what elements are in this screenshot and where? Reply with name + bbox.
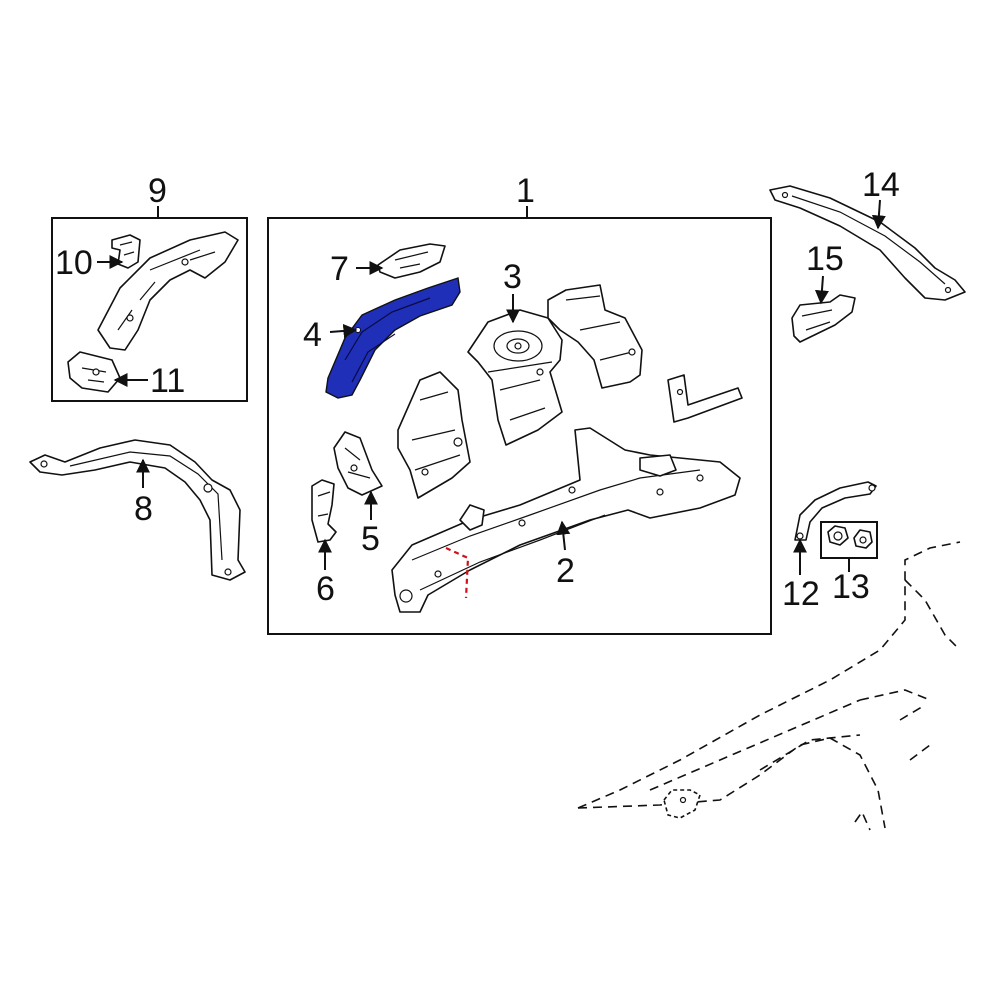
- callout-10: 10: [55, 244, 93, 282]
- part-14-upper-bar[interactable]: [769, 185, 966, 301]
- l-bracket[interactable]: [667, 374, 743, 423]
- assembly-box-9: [51, 217, 248, 402]
- part-5-bracket[interactable]: [333, 431, 383, 496]
- upper-bracket[interactable]: [547, 284, 643, 389]
- callout-7: 7: [330, 250, 349, 288]
- part-3-strut-tower[interactable]: [467, 309, 563, 446]
- inner-wheelhouse-panel[interactable]: [397, 371, 471, 499]
- callout-1: 1: [516, 172, 535, 210]
- part-9-upper-rail[interactable]: [97, 231, 239, 351]
- part-12-strap[interactable]: [794, 481, 877, 541]
- part-2-frame-rail[interactable]: [391, 427, 741, 613]
- part-8-apron-rail[interactable]: [29, 439, 246, 581]
- part-4-apron-reinforcement-highlighted[interactable]: [325, 277, 461, 399]
- part-7-bracket[interactable]: [377, 243, 446, 279]
- callout-5: 5: [361, 520, 380, 558]
- callout-4: 4: [303, 316, 322, 354]
- callout-13: 13: [832, 568, 870, 606]
- assembly-box-1: [267, 217, 772, 635]
- part-10-bracket[interactable]: [111, 234, 141, 269]
- callout-8: 8: [134, 490, 153, 528]
- fender-outline: [577, 541, 961, 831]
- callout-2: 2: [556, 552, 575, 590]
- callout-15: 15: [806, 240, 844, 278]
- callout-6: 6: [316, 570, 335, 608]
- part-6-bracket[interactable]: [311, 479, 337, 543]
- part-13-hardware-kit[interactable]: [820, 521, 878, 559]
- part-15-bracket[interactable]: [791, 294, 856, 343]
- callout-3: 3: [503, 258, 522, 296]
- callout-14: 14: [862, 166, 900, 204]
- callout-12: 12: [782, 575, 820, 613]
- callout-11: 11: [150, 362, 185, 400]
- callout-9: 9: [148, 172, 167, 210]
- part-11-bracket[interactable]: [67, 351, 121, 393]
